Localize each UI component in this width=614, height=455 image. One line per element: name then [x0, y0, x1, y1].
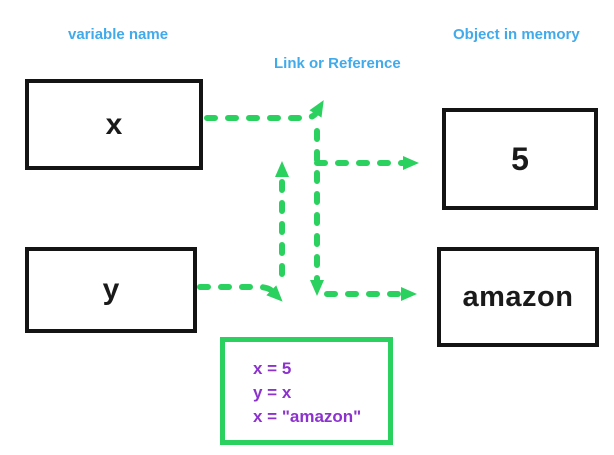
arrow-x-to-junction [204, 100, 324, 121]
object-amazon-text: amazon [462, 280, 574, 313]
object-5-text: 5 [511, 140, 529, 177]
link-or-reference-label: Link or Reference [274, 55, 401, 72]
variable-x-text: x [105, 107, 123, 141]
code-line-2: y = x [253, 383, 292, 402]
arrow-y-to-corner [197, 284, 283, 302]
variable-y-text: y [102, 273, 120, 306]
code-box: x = 5 y = x x = "amazon" [220, 337, 393, 445]
variable-box-x: x [25, 79, 203, 170]
variable-box-y: y [25, 247, 197, 333]
object-in-memory-label: Object in memory [453, 26, 580, 43]
object-box-amazon: amazon [437, 247, 599, 347]
code-line-3: x = "amazon" [253, 407, 362, 426]
code-line-1: x = 5 [253, 359, 292, 378]
object-box-5: 5 [442, 108, 598, 210]
variable-name-label: variable name [68, 26, 169, 43]
